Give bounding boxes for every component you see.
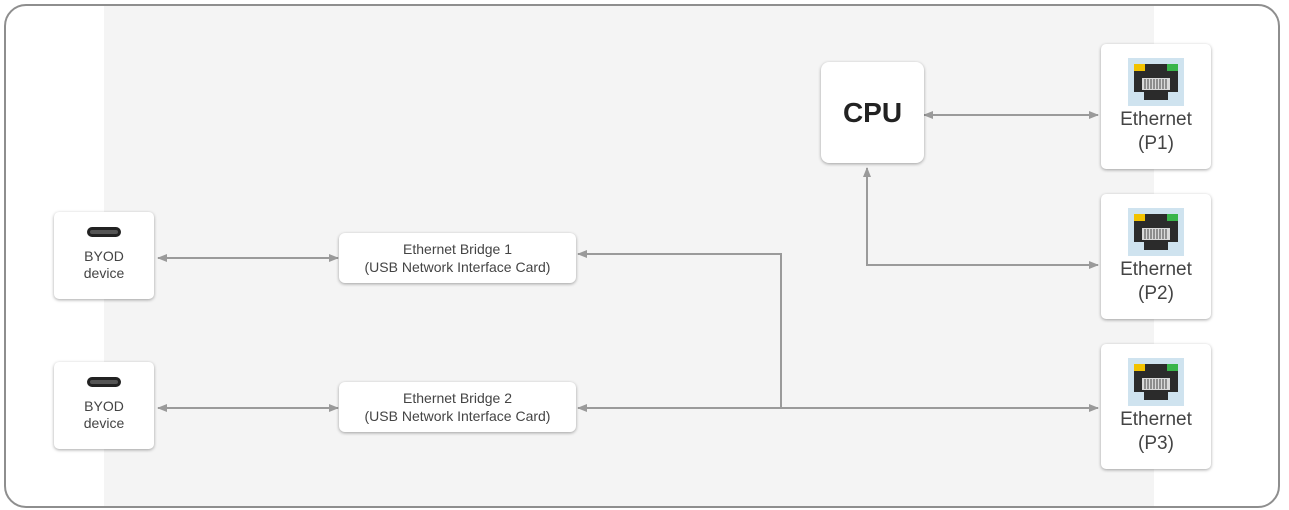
rj45-port-icon — [1128, 207, 1184, 256]
diagram-frame: CPU BYOD device BYOD device Ethernet Bri… — [4, 4, 1280, 508]
ethernet-port-p3: Ethernet (P3) — [1101, 344, 1211, 469]
byod-1-label-line1: BYOD — [84, 248, 124, 264]
cpu-label: CPU — [842, 96, 903, 128]
rj45-port-icon — [1128, 57, 1184, 106]
eth-p2-label-line2: (P2) — [1138, 282, 1174, 304]
byod-2-label-line2: device — [83, 415, 125, 431]
eth-p3-label-line2: (P3) — [1138, 432, 1174, 454]
byod-device-2: BYOD device — [54, 362, 154, 449]
bridge-1-label-line2: (USB Network Interface Card) — [364, 259, 551, 275]
usb-c-port-icon — [87, 377, 121, 387]
bridge-2-label-line2: (USB Network Interface Card) — [364, 408, 551, 424]
eth-p1-label-line1: Ethernet — [1120, 108, 1192, 130]
link-bridge1-trunk — [577, 250, 782, 408]
byod-device-1: BYOD device — [54, 212, 154, 299]
bridge-1-label-line1: Ethernet Bridge 1 — [403, 241, 512, 257]
usb-c-port-icon — [87, 227, 121, 237]
rj45-port-icon — [1128, 357, 1184, 406]
eth-p2-label-line1: Ethernet — [1120, 258, 1192, 280]
byod-2-label-line1: BYOD — [84, 398, 124, 414]
link-cpu-eth-p2 — [863, 167, 1099, 269]
connection-lines — [157, 111, 1099, 412]
eth-p1-label-line2: (P1) — [1138, 132, 1174, 154]
cpu-node: CPU — [821, 62, 924, 163]
ethernet-bridge-1: Ethernet Bridge 1 (USB Network Interface… — [339, 233, 576, 283]
ethernet-bridge-2: Ethernet Bridge 2 (USB Network Interface… — [339, 382, 576, 432]
bridge-2-label-line1: Ethernet Bridge 2 — [403, 390, 512, 406]
ethernet-port-p2: Ethernet (P2) — [1101, 194, 1211, 319]
byod-1-label-line2: device — [83, 265, 125, 281]
eth-p3-label-line1: Ethernet — [1120, 408, 1192, 430]
ethernet-port-p1: Ethernet (P1) — [1101, 44, 1211, 169]
